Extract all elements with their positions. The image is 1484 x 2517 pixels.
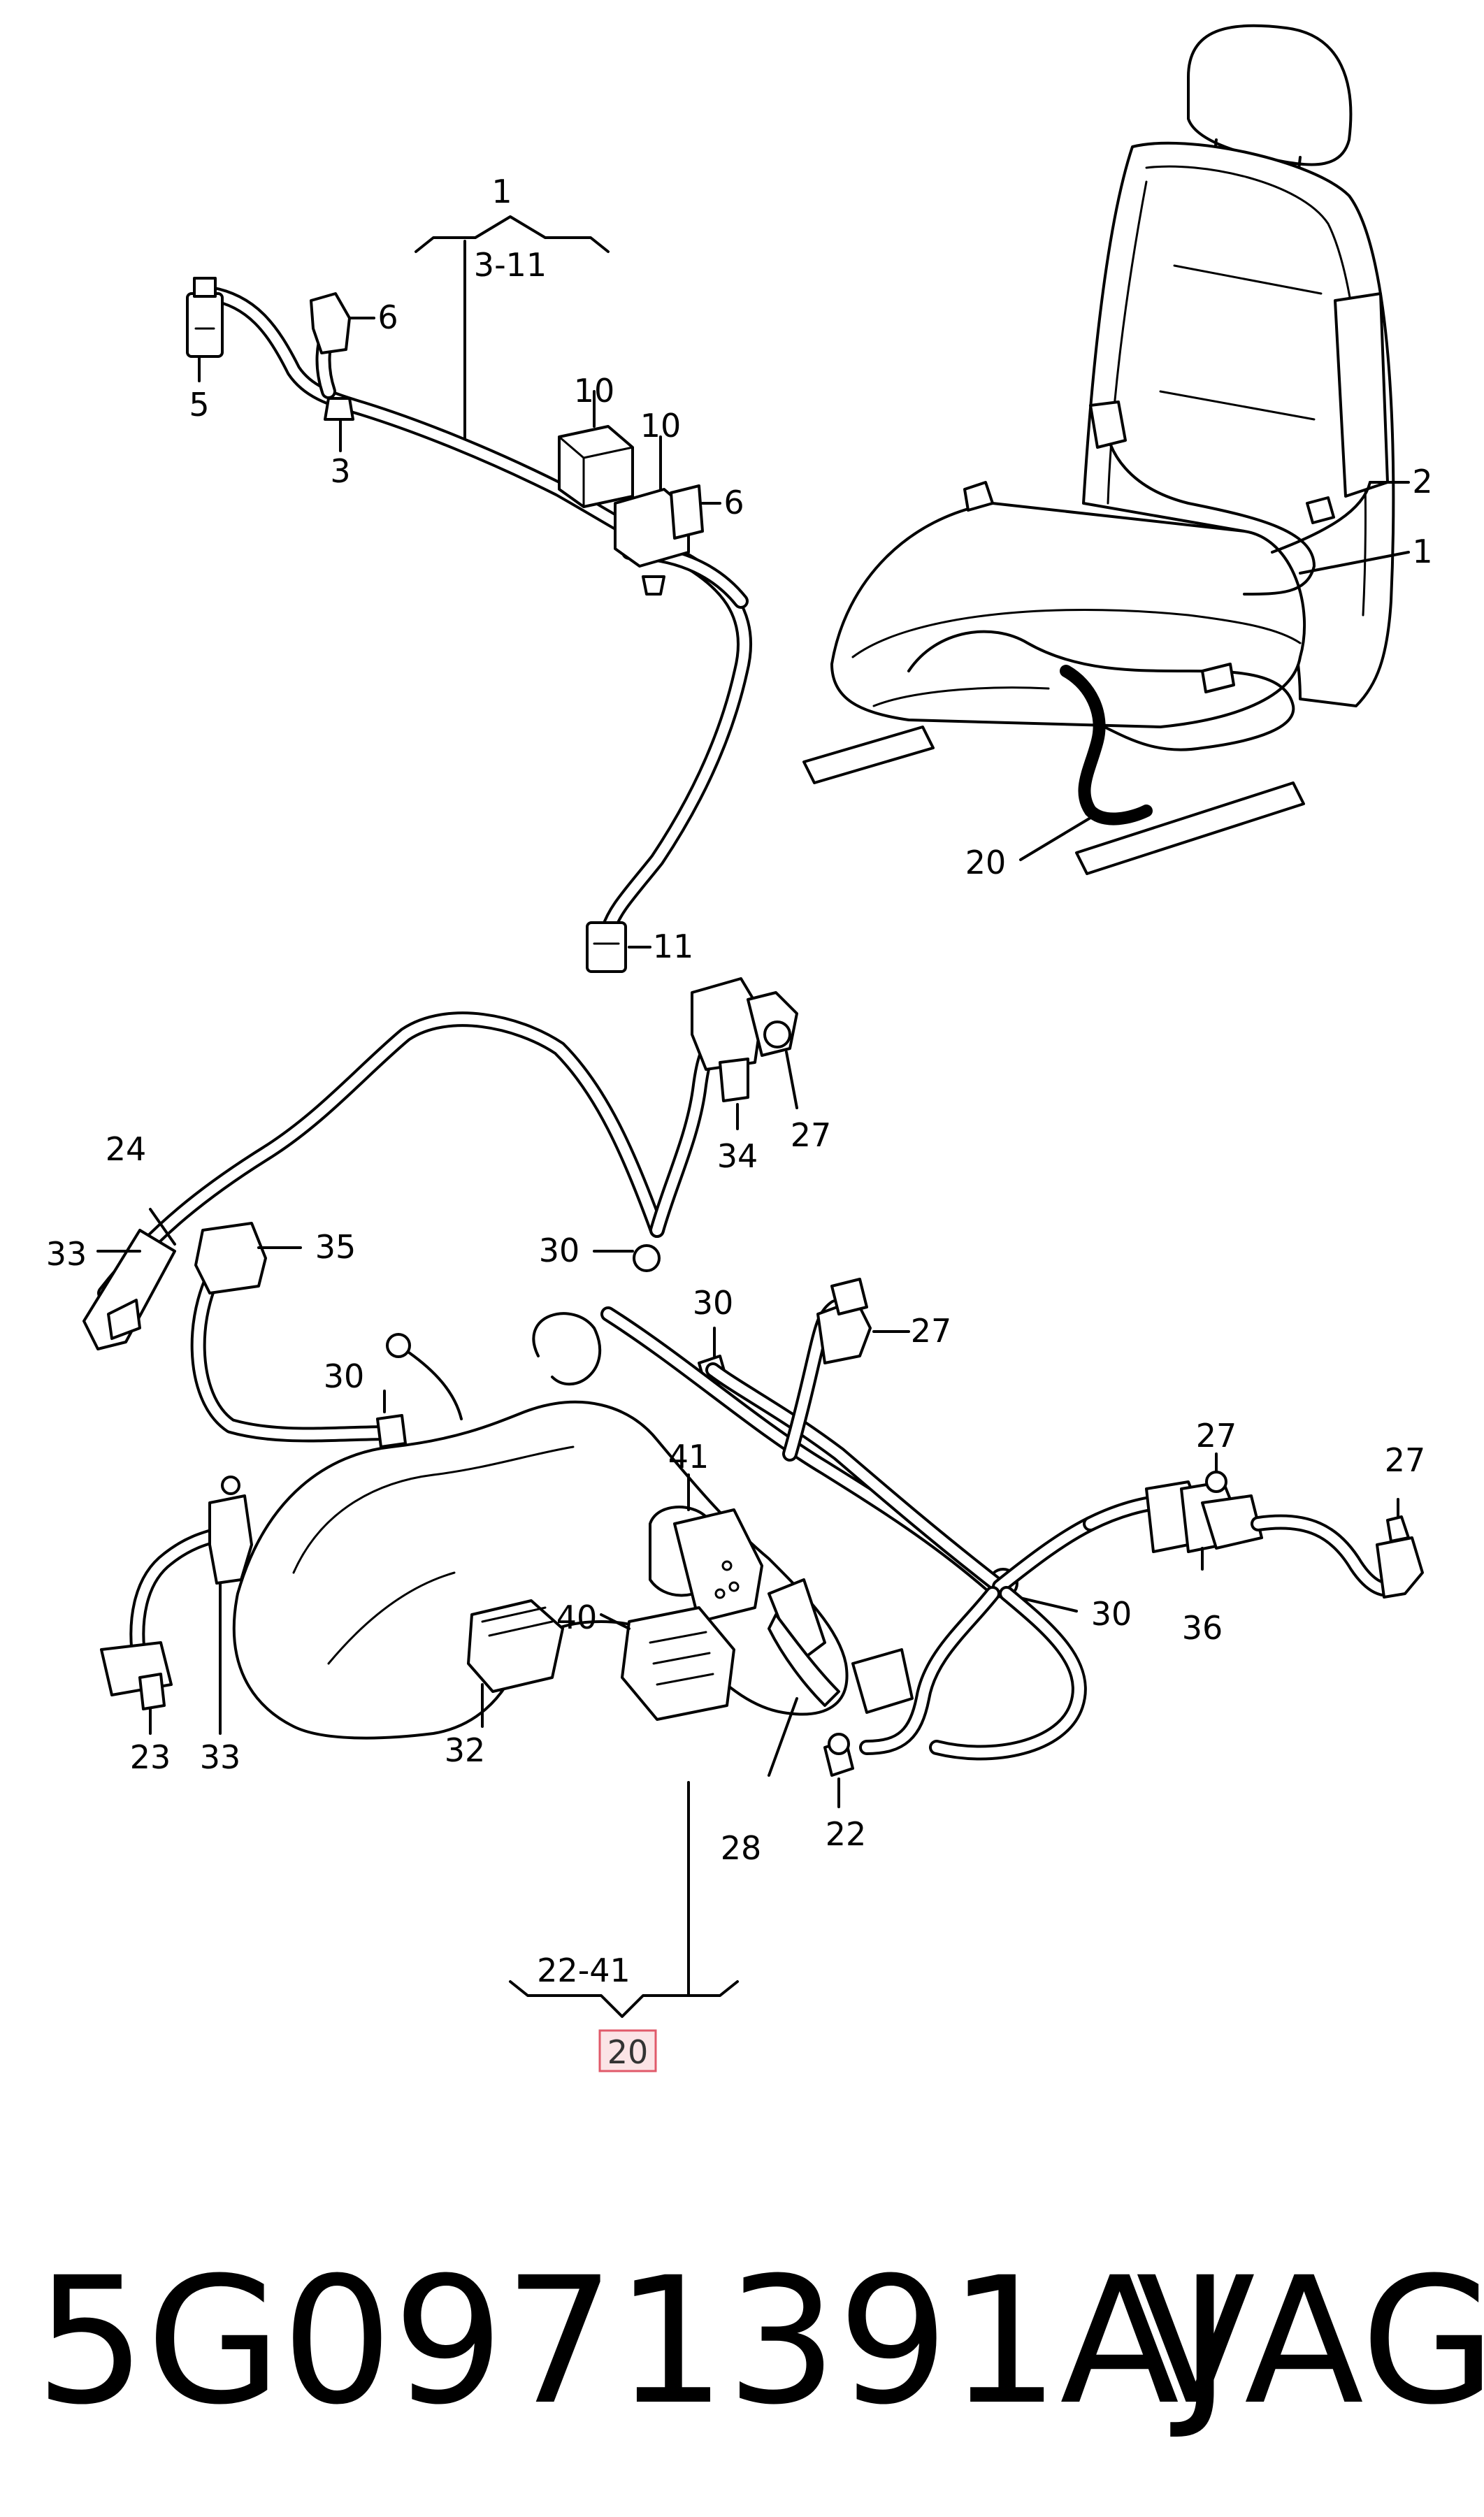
harness-20-drawing [82,977,1424,2018]
callout-22: 22 [826,1815,867,1853]
callout-6-a: 6 [377,298,398,336]
callout-3-11: 3-11 [474,246,547,284]
callout-6-b: 6 [723,484,744,521]
callout-22-41: 22-41 [537,1952,631,1989]
callout-41: 41 [668,1438,709,1476]
brand-name: VAG [1136,2240,1484,2443]
callout-2: 2 [1412,463,1432,500]
callout-35: 35 [315,1228,356,1266]
callout-1-seat: 1 [1412,533,1432,570]
harness-1-drawing [186,215,753,973]
callout-1-top: 1 [491,173,512,210]
callout-33-a: 33 [46,1235,87,1273]
callout-30-b: 30 [693,1284,734,1322]
callout-27-c: 27 [1196,1417,1237,1455]
callout-10-a: 10 [574,372,615,410]
callout-20-seat: 20 [965,844,1007,881]
callout-20-highlighted: 20 [607,2033,649,2071]
callout-34: 34 [717,1137,758,1175]
callout-3: 3 [330,452,350,490]
callout-24: 24 [106,1130,147,1168]
part-number: 5G0971391AJ [35,2240,1231,2443]
callout-33-b: 33 [200,1738,241,1776]
callout-10-b: 10 [640,407,682,445]
callout-11: 11 [653,928,694,965]
callout-30-a: 30 [539,1232,580,1269]
callout-labels: 1 3-11 6 5 3 10 10 6 11 2 1 20 24 33 35 … [46,173,1433,2072]
callout-5: 5 [189,386,209,424]
callout-30-d: 30 [1091,1595,1132,1633]
callout-27-b: 27 [911,1312,952,1350]
footer-caption: 5G0971391AJ VAG [35,2237,1484,2446]
callout-20-highlight-box [598,2029,657,2072]
callout-36: 36 [1182,1609,1223,1647]
callout-32: 32 [445,1731,486,1769]
callout-28: 28 [721,1829,762,1867]
callout-40: 40 [556,1599,598,1636]
callout-23: 23 [130,1738,171,1776]
callout-27-a: 27 [791,1116,832,1154]
callout-30-c: 30 [324,1357,365,1395]
callout-27-d: 27 [1385,1441,1426,1479]
seat-drawing [802,24,1410,875]
